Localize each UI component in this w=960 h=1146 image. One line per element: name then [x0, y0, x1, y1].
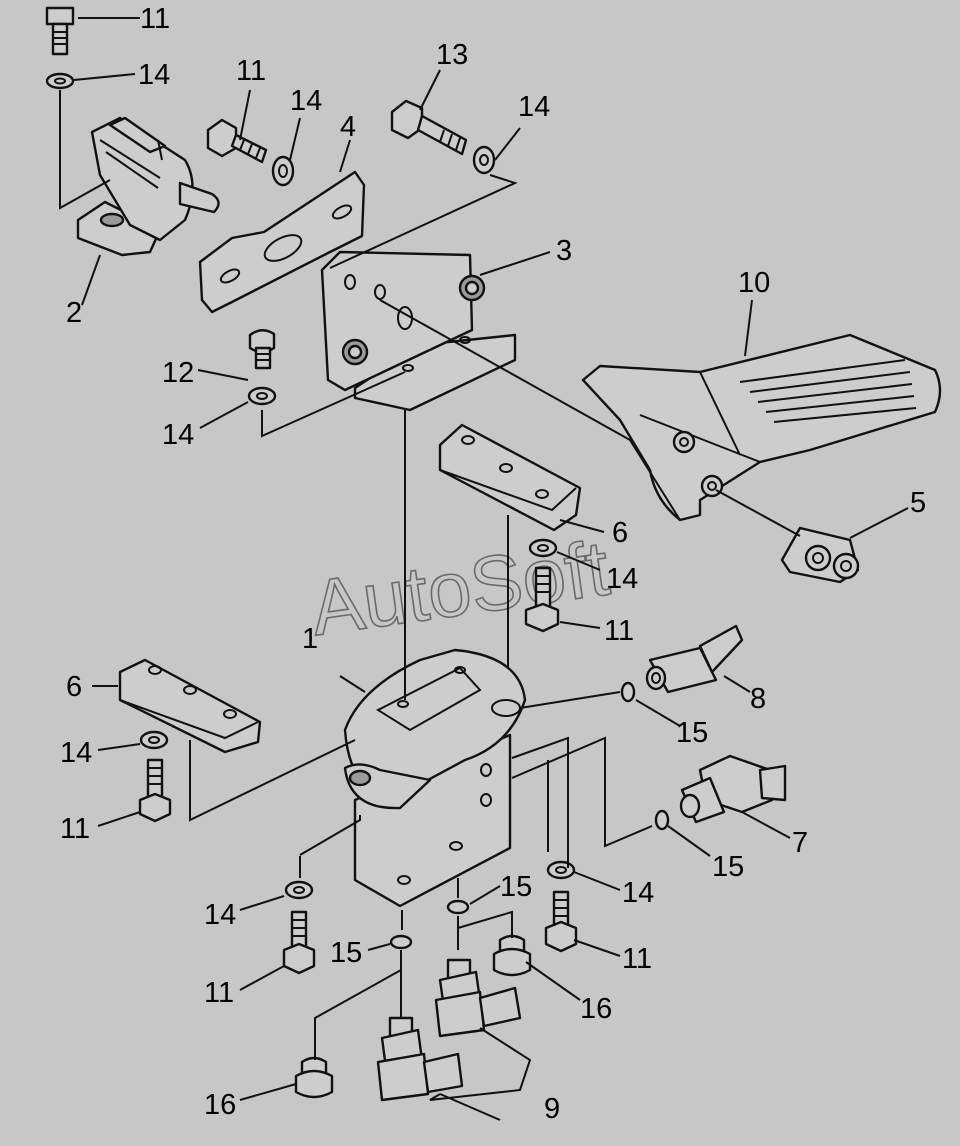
bolt-11-mid [524, 566, 560, 633]
callout-15: 15 [712, 851, 744, 883]
bolt-11-left [138, 758, 172, 823]
pivot-bracket-2 [76, 116, 220, 257]
callout-13: 13 [436, 39, 468, 71]
bolt-11-top-left [45, 6, 75, 56]
callout-16: 16 [580, 993, 612, 1025]
block-6-upper [438, 423, 582, 532]
mounting-bracket-3 [320, 250, 517, 412]
callout-11: 11 [604, 615, 634, 647]
callout-9: 9 [544, 1093, 560, 1125]
leader-lines [59, 17, 909, 1121]
o-ring-15-near-8 [620, 681, 636, 703]
callout-5: 5 [910, 487, 926, 519]
callout-14: 14 [606, 563, 638, 595]
callout-1: 1 [302, 623, 318, 655]
callout-labels: 11 14 2 11 14 4 13 14 3 12 14 10 5 6 14 … [60, 3, 926, 1125]
o-ring-15-lower [389, 934, 413, 950]
callout-15: 15 [500, 871, 532, 903]
washer-14-bottom-left [284, 880, 314, 900]
o-ring-15-near-7 [654, 809, 670, 831]
callout-11: 11 [622, 943, 652, 975]
callout-16: 16 [204, 1089, 236, 1121]
fitting-8 [645, 624, 744, 694]
washer-14-left [139, 730, 169, 750]
callout-14: 14 [518, 91, 550, 123]
elbow-9-lower [376, 1016, 464, 1102]
callout-8: 8 [750, 683, 766, 715]
callout-6: 6 [612, 517, 628, 549]
callout-2: 2 [66, 297, 82, 329]
callout-14: 14 [138, 59, 170, 91]
callout-11: 11 [236, 55, 266, 87]
callout-11: 11 [140, 3, 170, 35]
callout-6: 6 [66, 671, 82, 703]
bolt-11-bottom-right [544, 890, 578, 953]
plate-4 [198, 170, 366, 314]
pedal-10 [581, 333, 942, 522]
bolt-11-upper-middle [206, 118, 268, 164]
callout-10: 10 [738, 267, 770, 299]
callout-7: 7 [792, 827, 808, 859]
plug-16-right [492, 934, 532, 977]
elbow-fitting-7 [679, 754, 787, 824]
washer-14-upper-middle [271, 155, 295, 187]
elbow-9-upper [434, 958, 522, 1038]
callout-12: 12 [162, 357, 194, 389]
nut-plate-5 [780, 526, 860, 584]
callout-4: 4 [340, 111, 356, 143]
callout-11: 11 [60, 813, 90, 845]
callout-15: 15 [676, 717, 708, 749]
washer-14-top-left [45, 72, 75, 90]
block-6-lower [118, 658, 262, 754]
callout-14: 14 [162, 419, 194, 451]
valve-body-1 [343, 648, 527, 908]
washer-14-below-12 [247, 386, 277, 406]
washer-14-right-of-13 [472, 145, 496, 175]
callout-14: 14 [622, 877, 654, 909]
bolt-11-bottom-left [282, 910, 316, 975]
washer-14-bottom-right [546, 860, 576, 880]
callout-14: 14 [204, 899, 236, 931]
o-ring-15-center [446, 899, 470, 915]
watermark: AutoSoft [306, 523, 615, 652]
callout-3: 3 [556, 235, 572, 267]
bolt-12 [248, 329, 276, 370]
callout-14: 14 [290, 85, 322, 117]
plug-16-left [294, 1056, 334, 1099]
callout-15: 15 [330, 937, 362, 969]
washer-14-mid [528, 538, 558, 558]
bolt-13 [390, 99, 468, 156]
callout-14: 14 [60, 737, 92, 769]
callout-11: 11 [204, 977, 234, 1009]
